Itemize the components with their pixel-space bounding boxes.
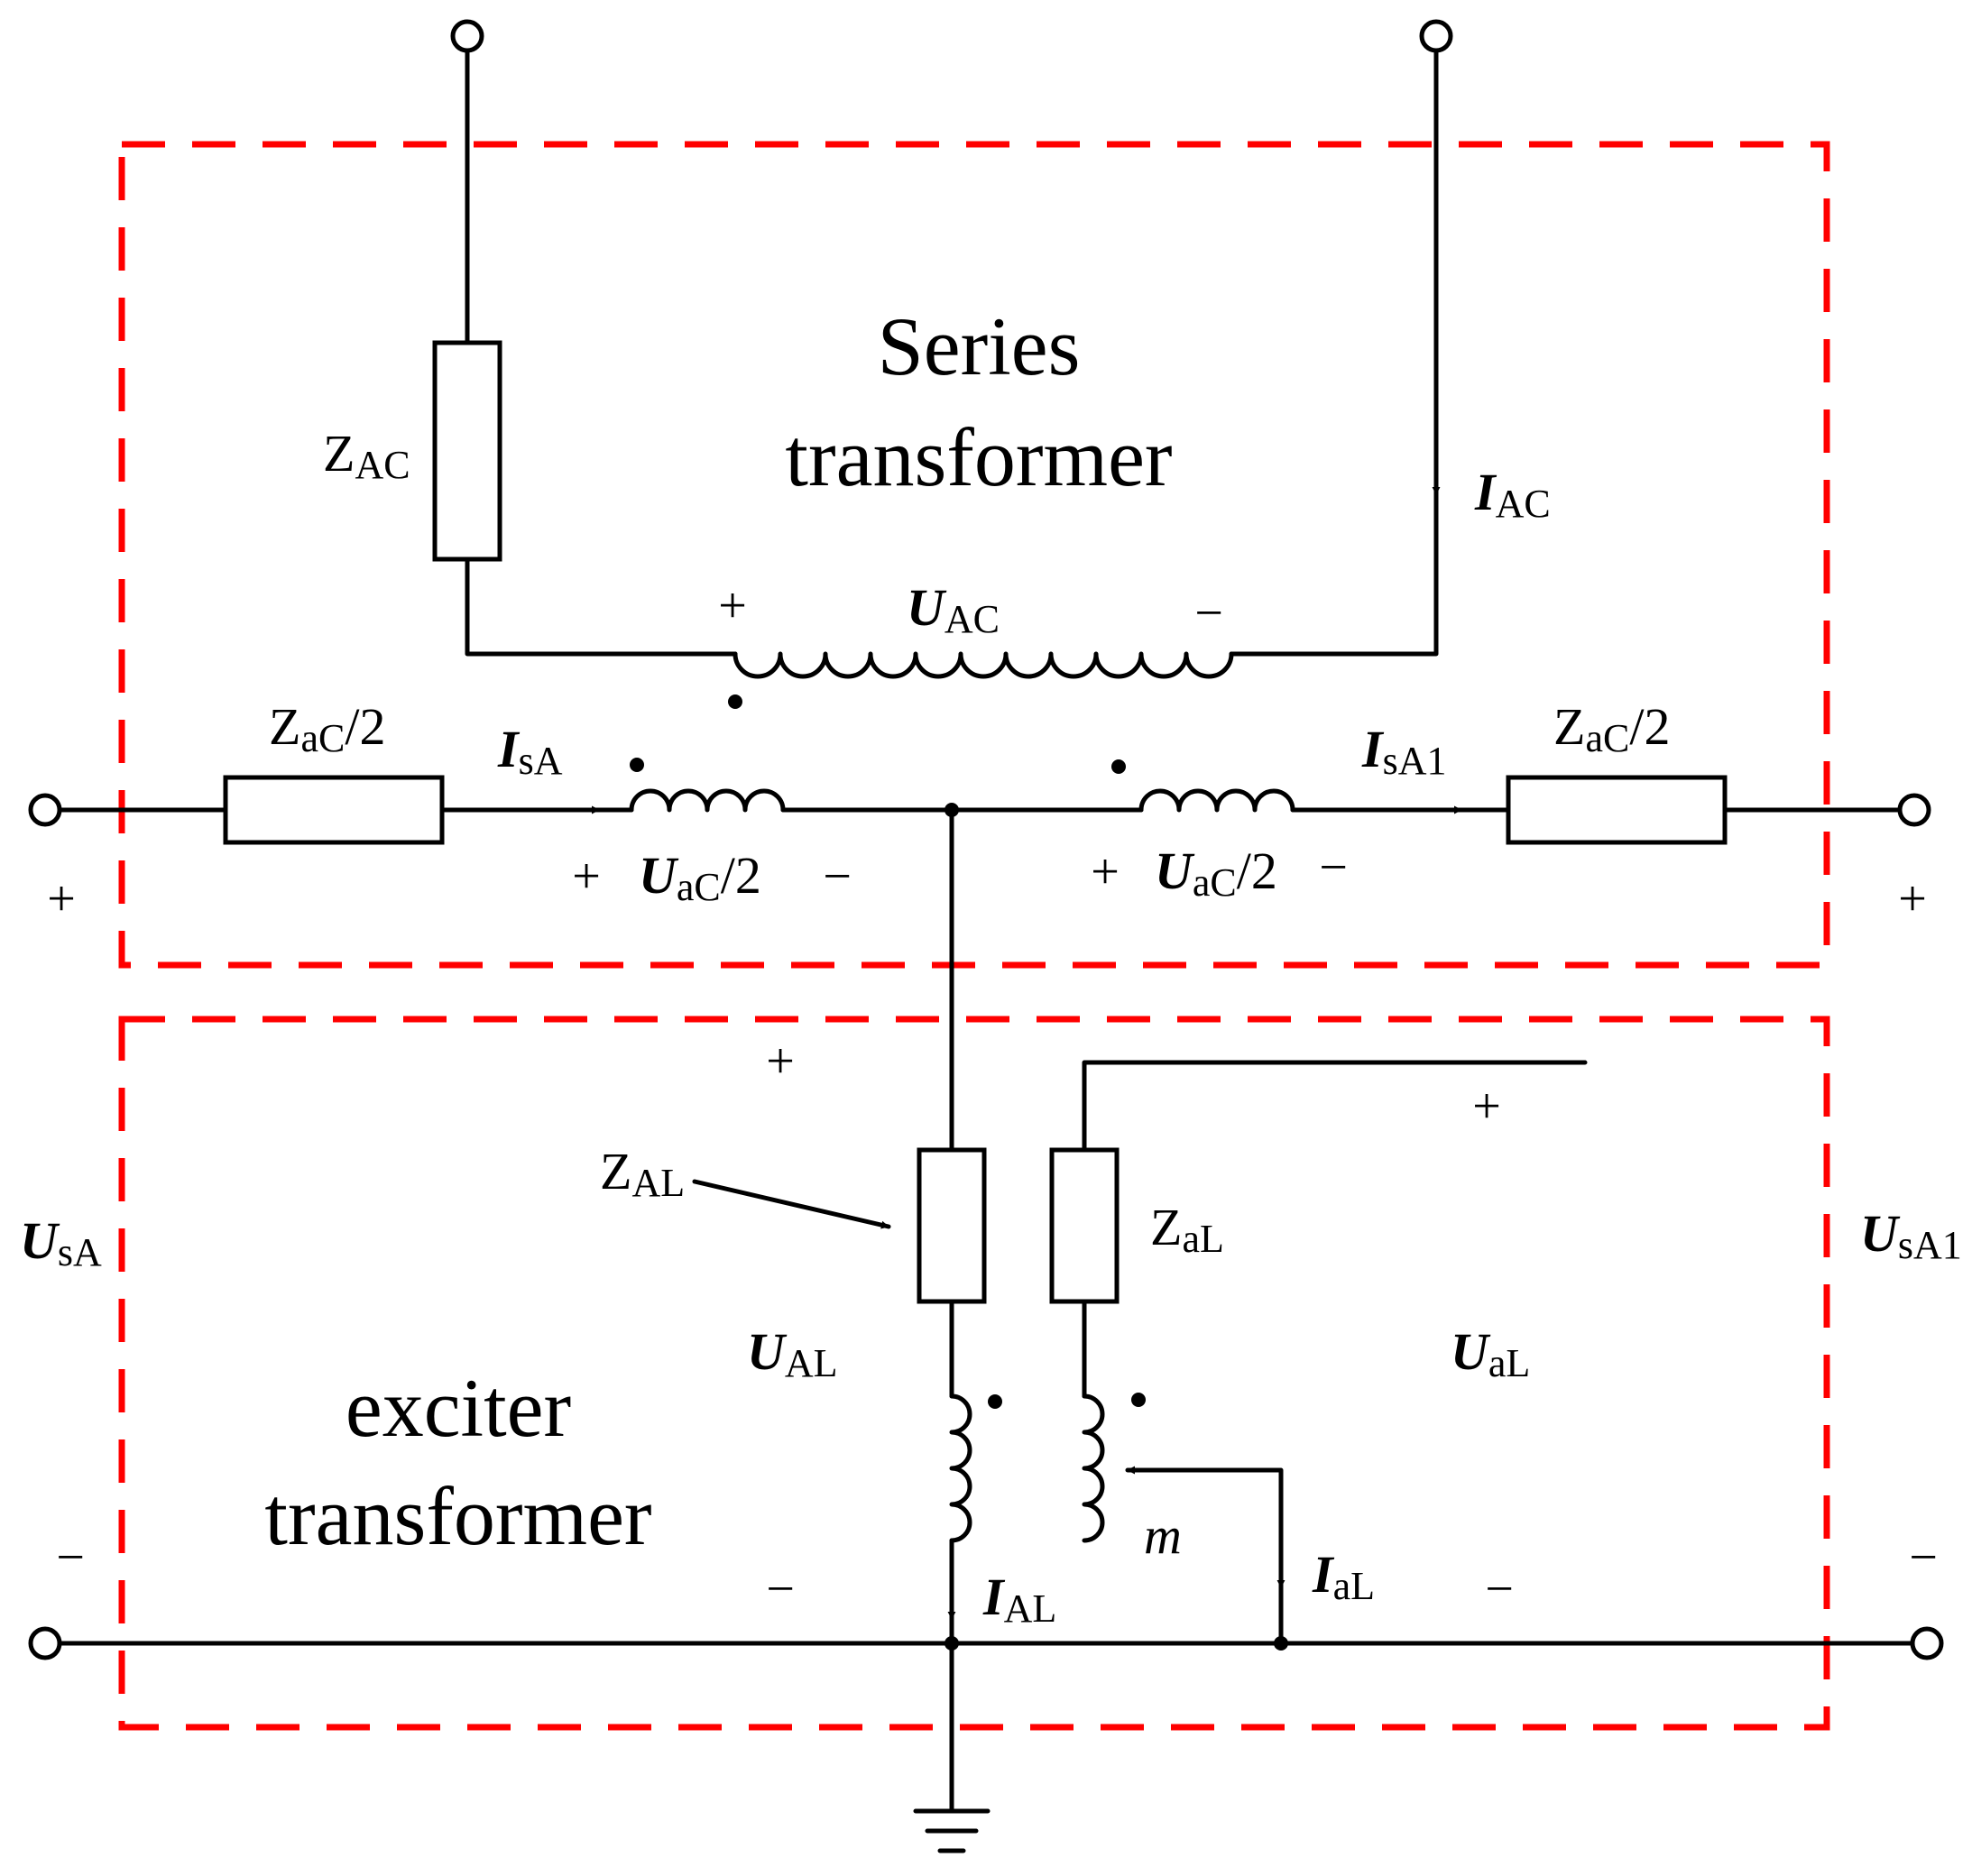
exciter-secondary-coil bbox=[1082, 1393, 1105, 1543]
series-title-line1: Series bbox=[878, 300, 1081, 392]
ial-label: IAL bbox=[982, 1568, 1056, 1631]
ual-plus-sign: + bbox=[766, 1034, 795, 1090]
uac2-left-label: UaC/2 bbox=[639, 846, 761, 909]
series-winding-coil bbox=[733, 651, 1234, 679]
isa1-label: IsA1 bbox=[1361, 720, 1446, 783]
tap-m-label: m bbox=[1144, 1506, 1182, 1565]
uac2-left-plus-sign: + bbox=[572, 849, 601, 905]
zac-impedance-box bbox=[432, 340, 502, 562]
ual-small-plus-sign: + bbox=[1472, 1079, 1501, 1135]
exciter-primary-coil bbox=[949, 1393, 972, 1543]
ual-small-label: UaL bbox=[1451, 1322, 1530, 1385]
zal-small-label: ZaL bbox=[1150, 1198, 1224, 1261]
bottom-right-terminal bbox=[1910, 1626, 1944, 1660]
bottom-junction bbox=[945, 1636, 959, 1651]
zac-lower-wire bbox=[465, 556, 738, 657]
uac-minus-sign: − bbox=[1194, 585, 1223, 641]
exciter-transformer-boundary bbox=[118, 1016, 1830, 1731]
ual-minus-sign: − bbox=[766, 1561, 795, 1617]
exciter-primary-dot bbox=[988, 1394, 1002, 1409]
uac2-right-plus-sign: + bbox=[1091, 844, 1120, 900]
ial-small-label: IaL bbox=[1312, 1545, 1375, 1608]
exciter-title-line2: transformer bbox=[264, 1470, 651, 1562]
left-input-terminal bbox=[28, 793, 62, 827]
zac2-right-label: ZaC/2 bbox=[1553, 697, 1670, 760]
ual-label: UAL bbox=[747, 1322, 838, 1385]
isa-label: IsA bbox=[497, 720, 563, 783]
left-half-winding-dot bbox=[630, 758, 644, 772]
series-transformer-boundary bbox=[118, 141, 1830, 969]
bottom-left-terminal bbox=[28, 1626, 62, 1660]
exciter-secondary-dot bbox=[1131, 1393, 1146, 1407]
uac2-left-minus-sign: − bbox=[823, 849, 852, 905]
iac-return-wire bbox=[1229, 48, 1439, 657]
usa-minus-sign: − bbox=[56, 1530, 85, 1586]
zal-label: ZAL bbox=[600, 1142, 685, 1205]
usa-plus-sign: + bbox=[47, 871, 76, 927]
zal-impedance-box bbox=[917, 1147, 987, 1304]
uac2-right-minus-sign: − bbox=[1319, 840, 1348, 896]
zac2-left-impedance-box bbox=[223, 775, 445, 845]
zac2-left-label: ZaC/2 bbox=[269, 697, 385, 760]
exciter-title-line1: exciter bbox=[346, 1362, 571, 1454]
zac2-right-impedance-box bbox=[1506, 775, 1728, 845]
series-winding-polarity-dot bbox=[728, 694, 742, 709]
right-output-terminal bbox=[1897, 793, 1931, 827]
right-half-winding-dot bbox=[1111, 759, 1126, 774]
ground-icon bbox=[913, 1808, 991, 1853]
zal-pointer-arrow bbox=[692, 1179, 891, 1229]
usa1-minus-sign: − bbox=[1909, 1530, 1938, 1586]
usa-label: UsA bbox=[20, 1211, 102, 1274]
uac2-right-label: UaC/2 bbox=[1155, 841, 1277, 905]
top-right-terminal bbox=[1419, 19, 1453, 53]
usa1-label: UsA1 bbox=[1860, 1204, 1962, 1267]
top-left-terminal bbox=[450, 19, 484, 53]
zal-small-impedance-box bbox=[1049, 1147, 1120, 1304]
iac-label: IAC bbox=[1474, 463, 1551, 526]
usa1-plus-sign: + bbox=[1898, 871, 1927, 927]
right-half-winding-coil bbox=[1138, 788, 1295, 813]
left-half-winding-coil bbox=[629, 788, 786, 813]
ual-small-minus-sign: − bbox=[1485, 1561, 1514, 1617]
exciter-secondary-upper-wire bbox=[1082, 1060, 1588, 1153]
uac-plus-sign: + bbox=[718, 578, 747, 634]
uac-label: UAC bbox=[907, 578, 1000, 641]
series-title-line2: transformer bbox=[785, 411, 1172, 503]
zac-label: ZAC bbox=[323, 424, 410, 487]
